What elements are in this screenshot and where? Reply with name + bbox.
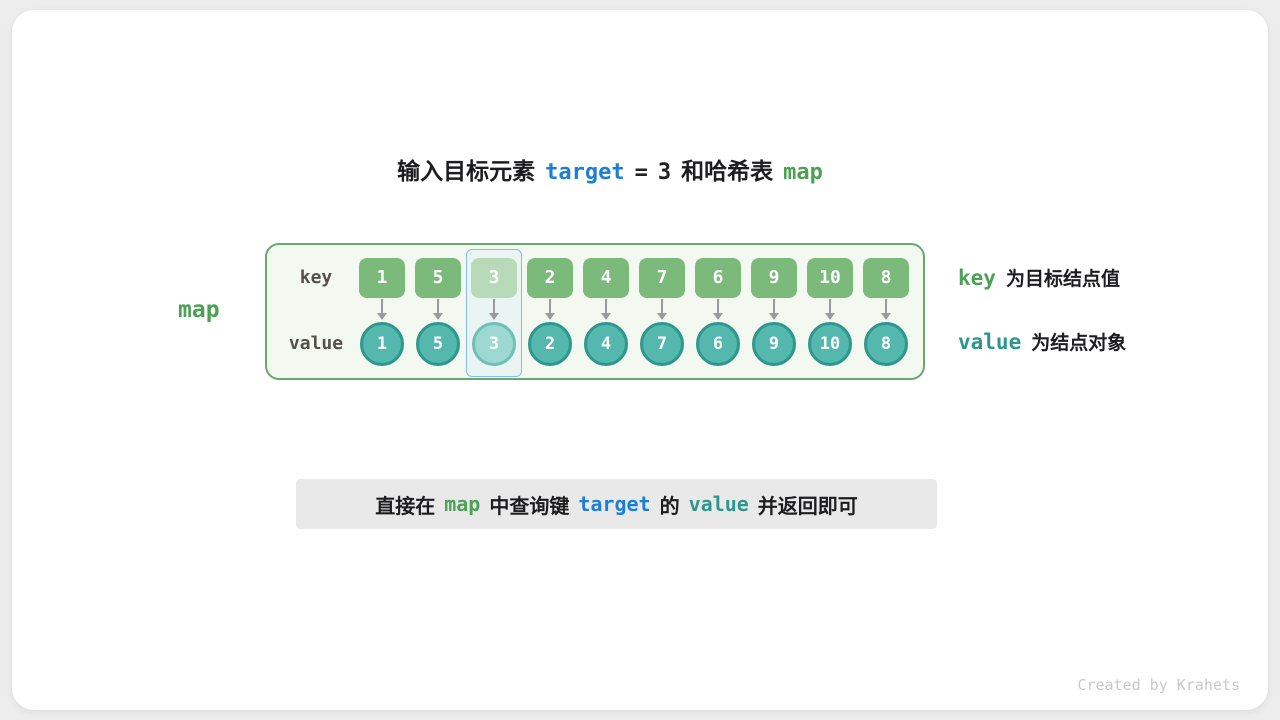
row-labels: key value — [287, 258, 345, 366]
arrow-down-icon — [433, 298, 443, 322]
summary-text-4: 并返回即可 — [757, 495, 858, 518]
arrow-down-icon — [825, 298, 835, 322]
arrow-down-icon — [545, 298, 555, 322]
summary-text-1: 直接在 — [375, 495, 436, 518]
value-row-label: value — [288, 332, 344, 354]
key-cell: 7 — [639, 257, 685, 298]
key-cell: 5 — [415, 257, 461, 298]
summary-text-2: 中查询键 — [489, 495, 570, 518]
summary-code-value: value — [688, 492, 749, 516]
arrow-down-icon — [713, 298, 723, 322]
key-cell: 6 — [695, 257, 741, 298]
title-text-hashmap: 和哈希表 — [681, 158, 774, 184]
key-row-label: key — [299, 266, 333, 288]
title-code-target: target — [545, 160, 625, 185]
key-cell: 4 — [583, 257, 629, 298]
key-annotation: key 为目标结点值 — [958, 264, 1120, 291]
summary-box: 直接在 map 中查询键 target 的 value 并返回即可 — [296, 479, 937, 529]
key-cell: 9 — [751, 257, 797, 298]
arrow-down-icon — [881, 298, 891, 322]
arrow-down-icon — [601, 298, 611, 322]
title-text-input: 输入目标元素 — [397, 158, 536, 184]
page-title: 输入目标元素 target = 3 和哈希表 map — [0, 152, 1220, 186]
watermark: Created by Krahets — [1077, 676, 1240, 694]
summary-code-map: map — [444, 492, 481, 516]
value-cell: 5 — [416, 321, 460, 366]
value-annotation-code: value — [958, 330, 1022, 354]
value-cell: 8 — [864, 321, 908, 366]
summary-text-3: 的 — [659, 495, 680, 518]
value-annotation: value 为结点对象 — [958, 328, 1126, 355]
value-cell: 4 — [584, 321, 628, 366]
arrow-down-icon — [489, 298, 499, 322]
value-cell: 9 — [752, 321, 796, 366]
map-label: map — [178, 297, 220, 323]
key-cell: 1 — [359, 257, 405, 298]
key-cell: 2 — [527, 257, 573, 298]
summary-code-target: target — [578, 492, 651, 516]
title-code-map: map — [783, 160, 823, 185]
arrow-down-icon — [769, 298, 779, 322]
key-annotation-text: 为目标结点值 — [1005, 269, 1120, 290]
value-cell: 2 — [528, 321, 572, 366]
value-cell: 7 — [640, 321, 684, 366]
title-target-value: 3 — [657, 160, 672, 185]
value-cell: 6 — [696, 321, 740, 366]
key-cell: 3 — [471, 257, 517, 298]
key-cell: 10 — [807, 257, 853, 298]
title-equals-sign: = — [634, 160, 648, 185]
value-cell: 1 — [360, 321, 404, 366]
arrow-down-icon — [377, 298, 387, 322]
arrow-down-icon — [657, 298, 667, 322]
value-cell: 10 — [808, 321, 852, 366]
map-column-10: 10 10 — [807, 257, 853, 366]
value-cell: 3 — [472, 321, 516, 366]
value-annotation-text: 为结点对象 — [1031, 333, 1127, 354]
key-annotation-code: key — [958, 266, 996, 290]
key-cell: 8 — [863, 257, 909, 298]
